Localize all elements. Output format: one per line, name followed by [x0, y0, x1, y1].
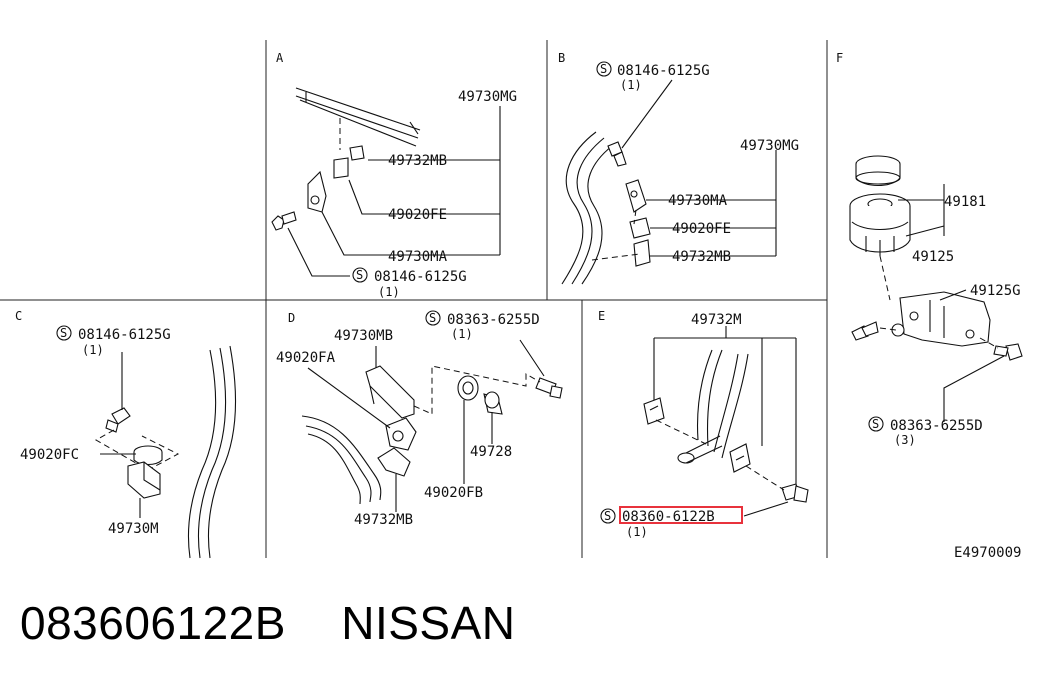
label-bolt-08360-qty: (1)	[626, 525, 648, 539]
panel-letter-e: E	[598, 309, 605, 323]
label-49732m: 49732M	[691, 312, 742, 328]
panel-f: 49181 49125 49125G S 08363-6255D (3)	[849, 155, 1023, 447]
panel-letter-c: C	[15, 309, 22, 323]
clip-49020fa-part	[385, 417, 417, 451]
label-49730ma-a: 49730MA	[388, 249, 448, 265]
bracket-49730mb-d-part	[365, 365, 415, 419]
bolt-08146-b-part	[607, 141, 627, 167]
label-49020fe-b: 49020FE	[672, 221, 731, 237]
part-caption: 083606122B NISSAN	[20, 596, 557, 650]
bolt-08363-f-right-part	[993, 343, 1023, 361]
screw-symbol-a: S	[352, 267, 368, 283]
bolt-08360-part	[781, 483, 809, 503]
bracket-49730ma-b-part	[625, 179, 647, 213]
label-49730mg-a: 49730MG	[458, 89, 517, 105]
collar-49728-part	[483, 391, 503, 415]
panel-letter-b: B	[558, 51, 565, 65]
bracket-49730m-part	[127, 461, 161, 499]
panel-b: S 08146-6125G (1) 49730MG 49730MA 49020F…	[561, 61, 799, 285]
label-49730mg-b: 49730MG	[740, 138, 799, 154]
reservoir-cap-49181-part	[855, 155, 901, 187]
label-49125: 49125	[912, 249, 954, 265]
reservoir-49125-part	[849, 193, 911, 256]
panel-c-glass-illustration	[188, 345, 237, 559]
panel-d-arm-illustration	[301, 415, 382, 505]
wiper-blade-illustration	[295, 87, 421, 147]
panel-d: S 08363-6255D (1) 49730MB 49020FA 49728 …	[276, 310, 563, 528]
label-bolt-08146-c: 08146-6125G	[78, 327, 171, 343]
screw-symbol-e: S	[600, 508, 616, 524]
label-bolt-08146-a-qty: (1)	[378, 285, 400, 299]
clip-49732m-right-part	[729, 443, 751, 473]
panel-grid	[0, 40, 828, 558]
screw-symbol-d: S	[425, 310, 441, 326]
screw-symbol-b: S	[596, 61, 612, 77]
label-49732mb-d: 49732MB	[354, 512, 413, 528]
panel-letter-d: D	[288, 311, 295, 325]
clip-49732mb-d-part	[377, 447, 411, 477]
bolt-08363-f-left-part	[851, 321, 879, 341]
clip-49020fe-b-part	[629, 217, 651, 239]
clip-49732mb-part	[333, 145, 365, 179]
label-49125g: 49125G	[970, 283, 1021, 299]
label-49732mb-a: 49732MB	[388, 153, 447, 169]
clip-49732mb-b-part	[633, 239, 651, 267]
label-49728: 49728	[470, 444, 512, 460]
label-bolt-08360[interactable]: 08360-6122B	[622, 509, 715, 525]
clip-49732m-left-part	[643, 397, 665, 425]
label-49020fa: 49020FA	[276, 350, 336, 366]
label-49730ma-b: 49730MA	[668, 193, 728, 209]
label-bolt-08146-b-qty: (1)	[620, 78, 642, 92]
svg-text:S: S	[872, 417, 879, 431]
panel-e: 49732M S 08360-6122B (1)	[600, 312, 809, 539]
label-bolt-08363-f-qty: (3)	[894, 433, 916, 447]
screw-symbol-c: S	[56, 325, 72, 341]
glass-edge-illustration	[561, 131, 613, 285]
diagram-code: E4970009	[954, 545, 1021, 561]
label-49730mb-d: 49730MB	[334, 328, 393, 344]
svg-text:S: S	[600, 62, 607, 76]
label-49020fe-a: 49020FE	[388, 207, 447, 223]
label-bolt-08146-a: 08146-6125G	[374, 269, 467, 285]
label-bolt-08363-d-qty: (1)	[451, 327, 473, 341]
screw-symbol-f: S	[868, 416, 884, 432]
label-49732mb-b: 49732MB	[672, 249, 731, 265]
bracket-49730ma-part	[307, 170, 327, 213]
part-highlight-box	[619, 506, 743, 524]
panel-letter-a: A	[276, 51, 284, 65]
panel-e-rod-illustration	[677, 349, 749, 464]
panel-c: S 08146-6125G (1) 49020FC 49730M	[20, 325, 237, 559]
bolt-08146-a-part	[271, 211, 297, 231]
bolt-08363-d-part	[535, 377, 563, 399]
panel-letter-f: F	[836, 51, 843, 65]
svg-text:S: S	[604, 509, 611, 523]
bracket-49125g-part	[899, 291, 991, 347]
label-bolt-08146-b: 08146-6125G	[617, 63, 710, 79]
label-bolt-08363-d: 08363-6255D	[447, 312, 540, 328]
svg-text:S: S	[429, 311, 436, 325]
svg-text:S: S	[60, 326, 67, 340]
caption-part-number: 083606122B	[20, 597, 286, 649]
label-49020fb: 49020FB	[424, 485, 483, 501]
svg-text:S: S	[356, 268, 363, 282]
bolt-08146-c-part	[105, 407, 131, 433]
panel-a: 49730MG 49732MB 49020FE 49730MA S 08146-…	[271, 87, 517, 299]
label-bolt-08363-f: 08363-6255D	[890, 418, 983, 434]
label-49020fc: 49020FC	[20, 447, 79, 463]
label-49730m: 49730M	[108, 521, 159, 537]
caption-brand: NISSAN	[341, 597, 516, 649]
bushing-49020fb-part	[457, 375, 479, 401]
clip-49020fc-part	[133, 445, 163, 466]
label-49181: 49181	[944, 194, 986, 210]
label-bolt-08146-c-qty: (1)	[82, 343, 104, 357]
